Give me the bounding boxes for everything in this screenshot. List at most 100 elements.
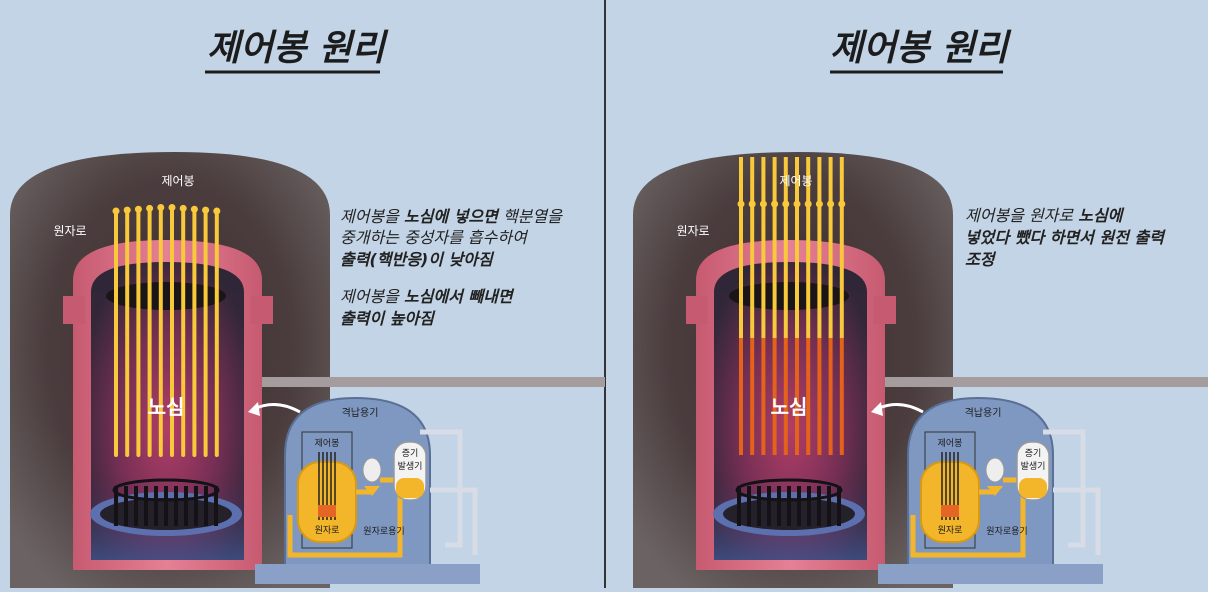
- right-title: 제어봉 원리: [830, 28, 1012, 69]
- inset-vessel-label: 원자로용기: [986, 526, 1027, 537]
- control-rod-joint: [759, 200, 767, 208]
- left-core-label: 노심: [148, 395, 185, 419]
- fuel-pin: [787, 486, 791, 526]
- control-rod-joint: [748, 200, 756, 208]
- control-rod-joint: [804, 200, 812, 208]
- inset-rod-label: 제어봉: [315, 438, 340, 449]
- fuel-pin: [747, 486, 751, 526]
- right-desc-line2: 넣었다 뺐다 하면서 원전 출력: [965, 228, 1166, 247]
- control-rod-joint: [737, 200, 745, 208]
- control-rod-cap: [190, 205, 198, 213]
- control-rod-joint: [771, 200, 779, 208]
- inset-reactor-label: 원자로: [938, 525, 963, 536]
- right-rod-label: 제어봉: [779, 174, 812, 188]
- control-rod-joint: [827, 200, 835, 208]
- left-arrow-head: [248, 402, 260, 416]
- fuel-grid-ring: [112, 478, 220, 502]
- fuel-pin: [204, 486, 208, 526]
- fuel-pin: [767, 486, 771, 526]
- right-arrow-head: [871, 402, 883, 416]
- left-core-top-opening: [106, 282, 226, 310]
- pressurizer-base: [987, 486, 1003, 496]
- fuel-pin: [737, 486, 741, 526]
- fuel-pin: [837, 486, 841, 526]
- right-vessel-flange-right: [874, 296, 896, 324]
- right-vessel-flange-left: [686, 296, 708, 324]
- left-rod-label: 제어봉: [161, 174, 194, 188]
- control-rod-cap: [213, 207, 221, 215]
- left-control-rods: [112, 203, 221, 457]
- control-rod-cap: [134, 205, 142, 213]
- fuel-pin: [807, 486, 811, 526]
- left-reactor-label: 원자로: [53, 224, 86, 238]
- inset-ground: [255, 564, 480, 584]
- fuel-pin: [184, 486, 188, 526]
- inset-vessel-label: 원자로용기: [363, 526, 404, 537]
- containment-label: 격납용기: [342, 406, 379, 419]
- fuel-pin: [817, 486, 821, 526]
- control-rod-joint: [782, 200, 790, 208]
- fuel-pin: [114, 486, 118, 526]
- steam-generator-label-1: 증기: [402, 448, 419, 459]
- left-desc-line5: 출력이 높아짐: [340, 309, 436, 328]
- inset-core: [941, 505, 959, 517]
- fuel-pin: [827, 486, 831, 526]
- control-rod-joint: [838, 200, 846, 208]
- inset-core: [318, 505, 336, 517]
- control-rod-cap: [168, 203, 176, 211]
- left-desc-line1: 제어봉을 노심에 넣으면 핵분열을: [340, 207, 563, 226]
- right-panel: 제어봉 원리 제어봉 원자로 노심 제어봉을 원자로 노심에 넣었다 뺐다 하면…: [633, 28, 1208, 588]
- steam-generator-label-2: 발생기: [398, 461, 423, 472]
- left-vessel-flange-right: [251, 296, 273, 324]
- inset-rod-label: 제어봉: [938, 438, 963, 449]
- left-desc-line4: 제어봉을 노심에서 빼내면: [340, 287, 515, 306]
- control-rod-cap: [202, 206, 210, 214]
- control-rod-cap: [157, 203, 165, 211]
- steam-generator-lower: [396, 478, 424, 498]
- fuel-pin: [757, 486, 761, 526]
- right-desc-line1: 제어봉을 원자로 노심에: [965, 206, 1125, 225]
- pressurizer-base: [364, 486, 380, 496]
- fuel-pin: [174, 486, 178, 526]
- right-fuel-grid: [735, 478, 843, 526]
- left-panel: 제어봉 원리 제어봉 원자로 노심 제어봉을 노심에 넣으면 핵분열을 중개하는…: [10, 28, 605, 588]
- turbine-pipe-2: [430, 487, 478, 555]
- fuel-pin: [214, 486, 218, 526]
- right-control-rods: [737, 157, 846, 455]
- left-vessel-flange-left: [63, 296, 85, 324]
- control-rod-cap: [123, 206, 131, 214]
- control-rod-cap: [112, 207, 120, 215]
- steam-generator-label-1: 증기: [1025, 448, 1042, 459]
- right-pipe: [878, 377, 1208, 387]
- fuel-pin: [164, 486, 168, 526]
- control-rod-joint: [793, 200, 801, 208]
- left-pipe: [255, 377, 605, 387]
- right-reactor-label: 원자로: [676, 224, 709, 238]
- fuel-pin: [797, 486, 801, 526]
- left-desc-line2: 중개하는 중성자를 흡수하여: [340, 228, 529, 247]
- right-core-label: 노심: [771, 395, 808, 419]
- inset-ground: [878, 564, 1103, 584]
- steam-generator-label-2: 발생기: [1021, 461, 1046, 472]
- steam-generator-lower: [1019, 478, 1047, 498]
- fuel-pin: [124, 486, 128, 526]
- fuel-pin: [194, 486, 198, 526]
- turbine-pipe-2: [1053, 487, 1101, 555]
- fuel-pin: [154, 486, 158, 526]
- fuel-grid-ring: [735, 478, 843, 502]
- inset-reactor-label: 원자로: [315, 525, 340, 536]
- pressurizer: [985, 457, 1005, 483]
- right-desc-line3: 조정: [965, 250, 997, 269]
- left-fuel-grid: [112, 478, 220, 526]
- left-desc-line3: 출력(핵반응)이 낮아짐: [340, 250, 495, 269]
- fuel-pin: [144, 486, 148, 526]
- control-rod-cap: [179, 204, 187, 212]
- pressurizer: [362, 457, 382, 483]
- containment-label: 격납용기: [965, 406, 1002, 419]
- fuel-pin: [777, 486, 781, 526]
- fuel-pin: [134, 486, 138, 526]
